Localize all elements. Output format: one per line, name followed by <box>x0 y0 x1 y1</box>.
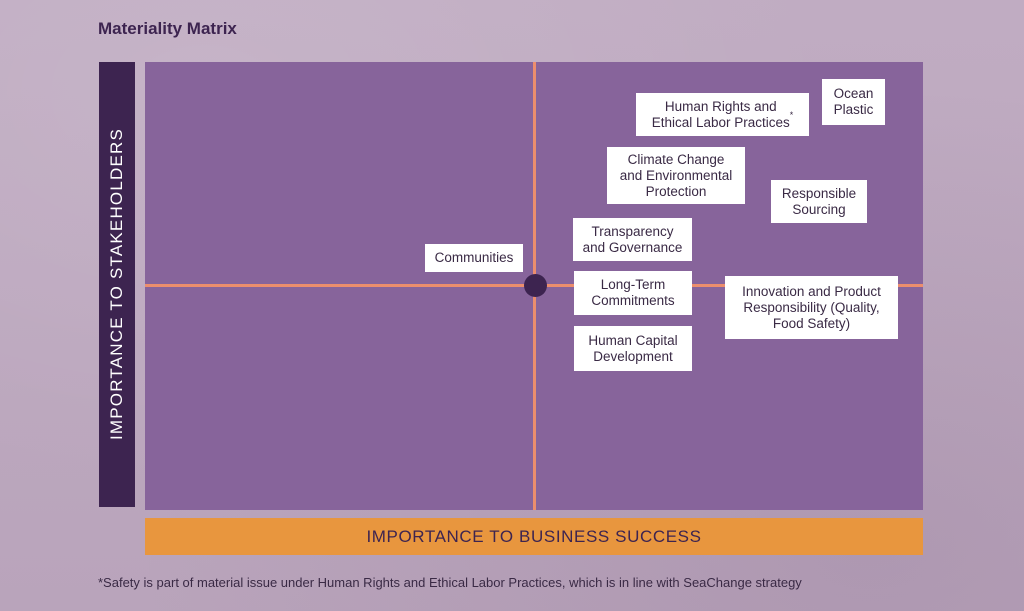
y-axis-label: IMPORTANCE TO STAKEHOLDERS <box>107 127 126 441</box>
issue-label-innovation: Innovation and Product Responsibility (Q… <box>725 276 898 339</box>
x-axis-bar: IMPORTANCE TO BUSINESS SUCCESS <box>145 518 923 555</box>
footnote-marker: * <box>789 109 794 120</box>
center-point <box>524 274 547 297</box>
issue-label-transparency: Transparency and Governance <box>573 218 692 261</box>
issue-label-long-term: Long-Term Commitments <box>574 271 692 315</box>
chart-title: Materiality Matrix <box>98 19 237 38</box>
issue-label-responsible-sourcing: Responsible Sourcing <box>771 180 867 223</box>
issue-label-ocean-plastic: Ocean Plastic <box>822 79 885 125</box>
issue-label-human-capital: Human Capital Development <box>574 326 692 371</box>
issue-label-human-rights: Human Rights and Ethical Labor Practices… <box>636 93 809 136</box>
footnote: *Safety is part of material issue under … <box>98 575 802 590</box>
issue-label-climate-change: Climate Change and Environmental Protect… <box>607 147 745 204</box>
x-axis-label: IMPORTANCE TO BUSINESS SUCCESS <box>366 526 702 546</box>
issue-label-communities: Communities <box>425 244 523 272</box>
issue-text-human-rights: Human Rights and Ethical Labor Practices <box>651 98 790 130</box>
y-axis-bar <box>99 62 135 507</box>
